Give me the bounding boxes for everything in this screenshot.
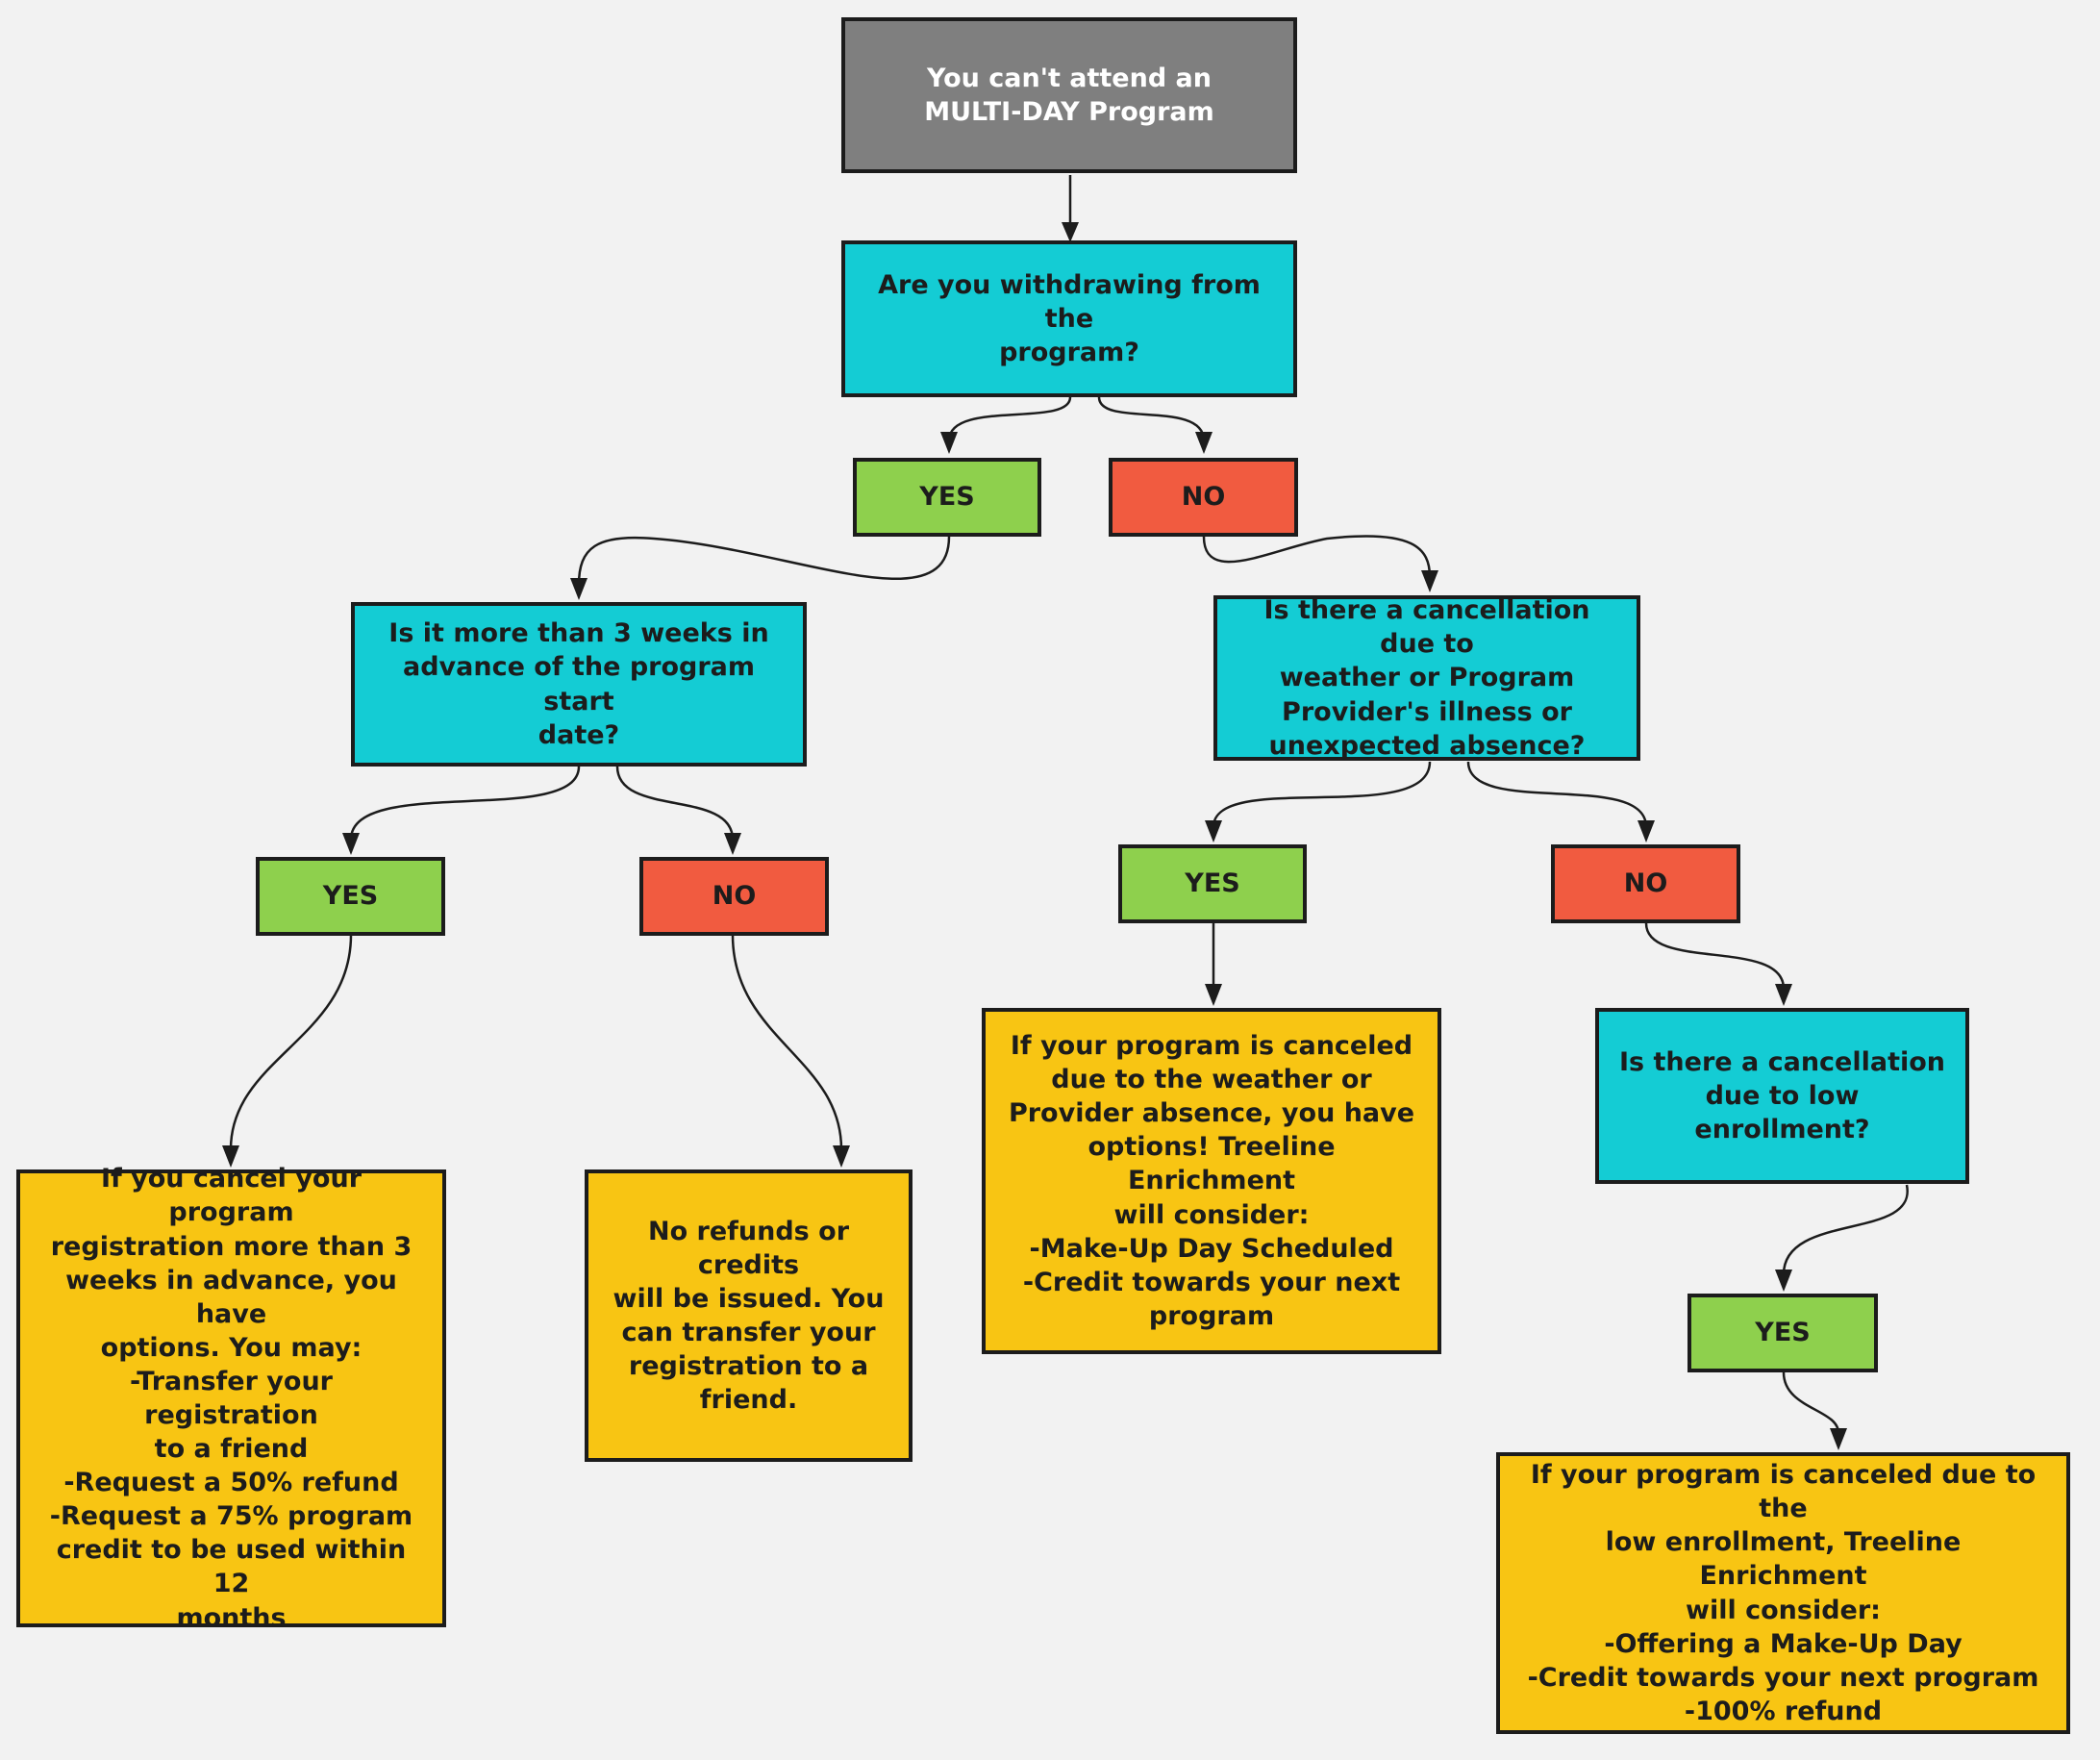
- result-weather-options: If your program is canceled due to the w…: [982, 1008, 1441, 1354]
- question-cancellation-weather: Is there a cancellation due to weather o…: [1213, 595, 1640, 761]
- three-weeks-no-node: NO: [639, 857, 829, 936]
- connector-no-to-low-enrollment: [1644, 922, 1792, 1006]
- connector-withdraw-to-yes: [940, 396, 1072, 454]
- connector-start-to-withdraw: [1062, 175, 1079, 242]
- cancellation-yes-node: YES: [1118, 844, 1307, 923]
- low-enrollment-yes-node: YES: [1688, 1294, 1878, 1372]
- connector-cancellation-to-yes: [1205, 761, 1432, 842]
- connector-no-to-cancellation: [1202, 535, 1438, 592]
- withdraw-yes-node: YES: [853, 458, 1041, 537]
- connector-withdraw-to-no: [1097, 396, 1212, 454]
- connector-low-enrollment-to-yes: [1775, 1184, 1909, 1292]
- cancellation-no-node: NO: [1551, 844, 1740, 923]
- connector-cancellation-to-no: [1466, 761, 1655, 842]
- connector-three-weeks-to-no: [615, 766, 741, 855]
- result-no-refund: No refunds or credits will be issued. Yo…: [585, 1169, 912, 1462]
- connector-three-weeks-to-yes: [342, 766, 581, 855]
- connector-yes-to-result-low-enrollment: [1782, 1371, 1847, 1450]
- start-node: You can't attend an MULTI-DAY Program: [841, 17, 1297, 173]
- question-withdrawing: Are you withdrawing from the program?: [841, 240, 1297, 397]
- withdraw-no-node: NO: [1109, 458, 1298, 537]
- connector-yes-to-three-weeks: [570, 536, 951, 600]
- question-three-weeks: Is it more than 3 weeks in advance of th…: [351, 602, 807, 767]
- connector-yes-to-result-weather: [1205, 923, 1222, 1006]
- question-low-enrollment: Is there a cancellation due to low enrol…: [1595, 1008, 1969, 1184]
- result-advance-options: If you cancel your program registration …: [16, 1164, 446, 1633]
- result-low-enrollment-options: If your program is canceled due to the l…: [1496, 1452, 2070, 1734]
- connector-yes-to-result-advance: [222, 934, 353, 1168]
- connector-no-to-result-no-refund: [731, 934, 850, 1168]
- three-weeks-yes-node: YES: [256, 857, 445, 936]
